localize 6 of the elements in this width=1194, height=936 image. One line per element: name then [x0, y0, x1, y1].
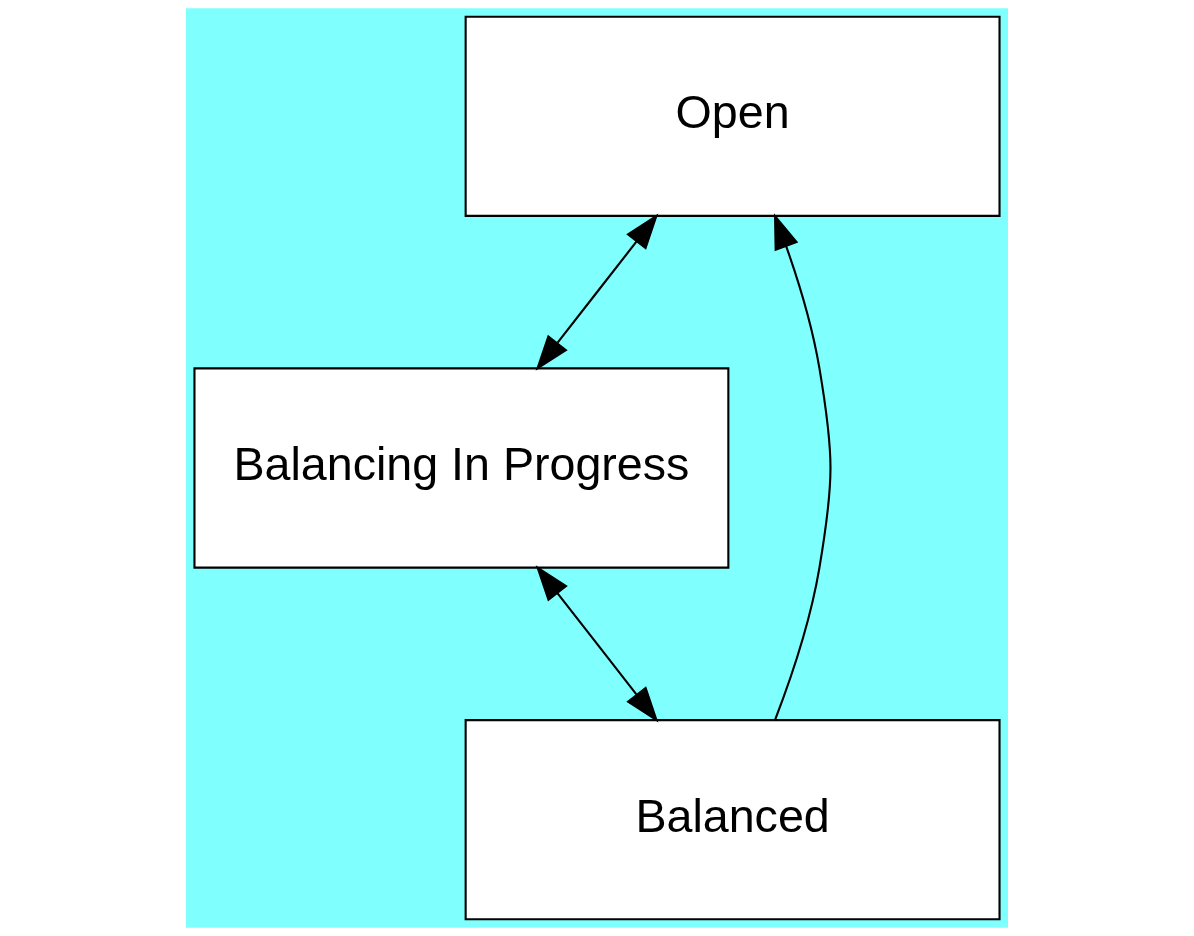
node-box: Open	[464, 15, 1001, 217]
node-box: Balanced	[464, 719, 1001, 921]
arrow	[535, 213, 659, 371]
node-box: Balancing In Progress	[193, 367, 730, 569]
arrow	[773, 213, 832, 721]
arrow	[535, 565, 659, 723]
